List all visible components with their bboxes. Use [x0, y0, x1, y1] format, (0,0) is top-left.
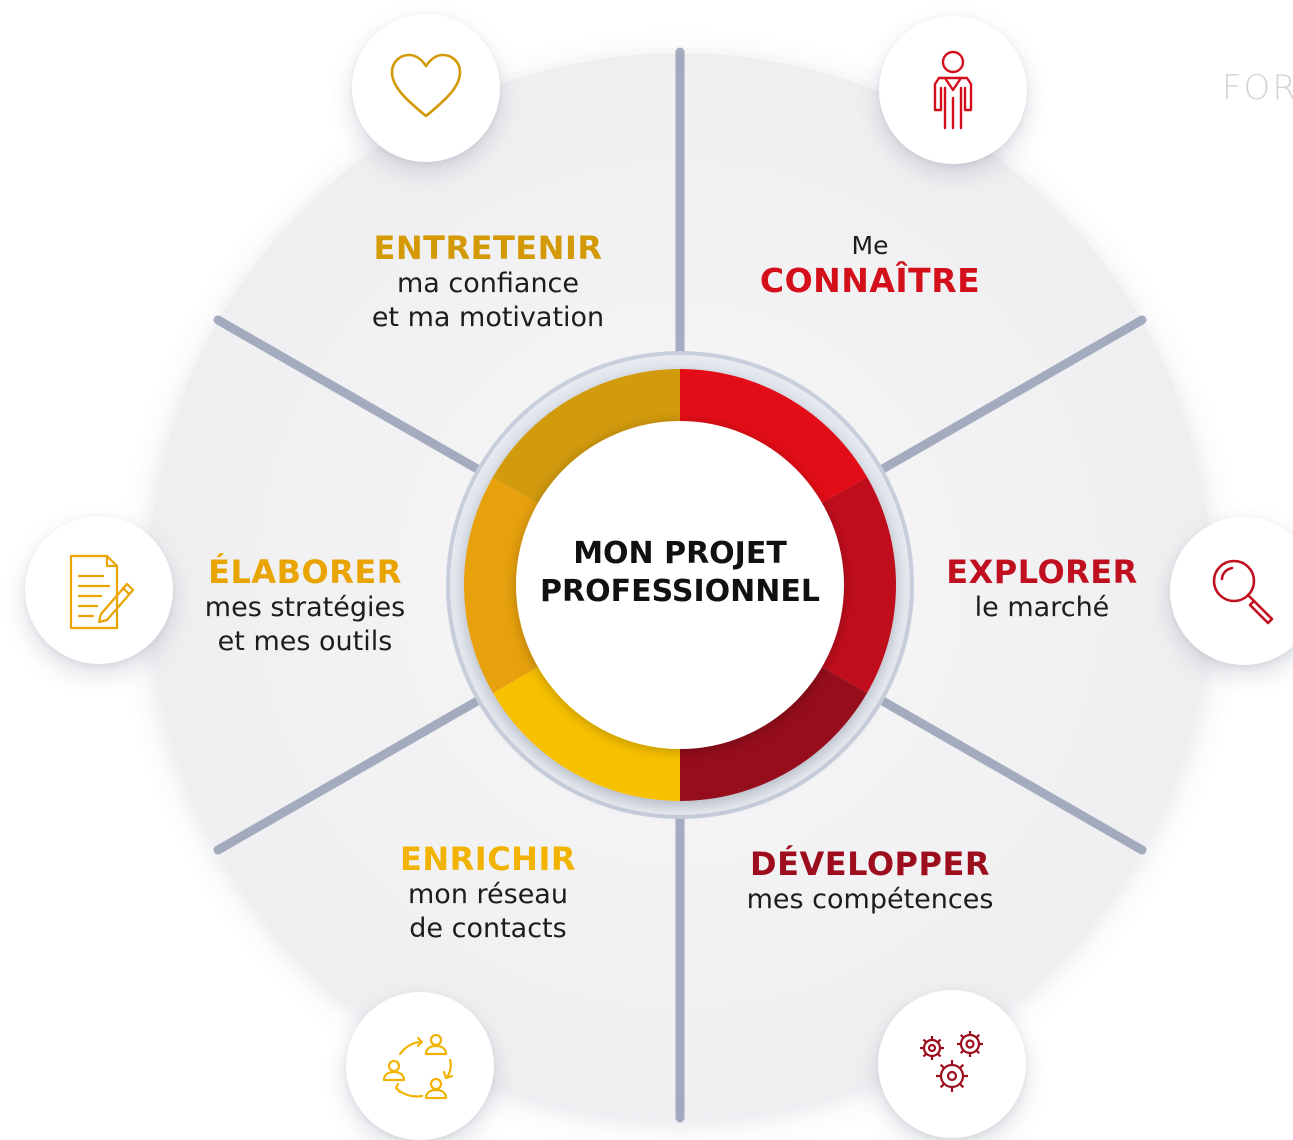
- separator-lower-left: [213, 683, 505, 855]
- badge-explorer: [1170, 517, 1293, 665]
- label-connaitre: Me CONNAÎTRE: [760, 230, 980, 300]
- label-explorer-sub: le marché: [974, 592, 1110, 623]
- separator-upper-left: [213, 315, 505, 487]
- ring-segment-entretenir: [492, 369, 680, 513]
- contact-bottom-right: [424, 1077, 448, 1100]
- label-elaborer-title: ÉLABORER: [208, 553, 402, 591]
- center-title-line1: MON PROJET: [573, 536, 787, 571]
- badge-elaborer: [25, 516, 173, 664]
- ring-segment-enrichir: [492, 657, 680, 801]
- center-title: MON PROJET PROFESSIONNEL: [540, 535, 820, 611]
- gear-small-right: [957, 1031, 983, 1057]
- person-icon: [933, 50, 973, 130]
- separator-upper-right: [855, 315, 1147, 487]
- label-enrichir: ENRICHIR mon réseau de contacts: [400, 840, 576, 946]
- label-enrichir-title: ENRICHIR: [400, 840, 576, 878]
- label-developper-sub: mes compétences: [746, 884, 994, 915]
- label-developper-title: DÉVELOPPER: [750, 845, 990, 883]
- label-elaborer: ÉLABORER mes stratégies et mes outils: [205, 553, 405, 659]
- label-entretenir-title: ENTRETENIR: [373, 229, 603, 267]
- badge-entretenir: [352, 14, 500, 162]
- gears-icon: [920, 1031, 983, 1092]
- gear-small-left: [920, 1036, 944, 1060]
- center-title-line2: PROFESSIONNEL: [540, 574, 820, 609]
- heart-icon: [390, 53, 462, 118]
- label-developper: DÉVELOPPER mes compétences: [747, 845, 994, 917]
- badge-connaitre: [879, 16, 1027, 164]
- ring-segment-connaitre: [680, 369, 868, 513]
- separator-lower-right: [855, 683, 1147, 855]
- label-elaborer-sub1: mes stratégies: [204, 592, 406, 623]
- label-enrichir-sub2: de contacts: [409, 913, 567, 944]
- badge-developper: [878, 990, 1026, 1138]
- contact-top-right: [424, 1033, 448, 1056]
- center-disk: [516, 421, 844, 749]
- badge-enrichir: [346, 992, 494, 1140]
- network-icon: [382, 1033, 454, 1100]
- label-entretenir: ENTRETENIR ma confiance et ma motivation: [372, 229, 604, 335]
- label-enrichir-sub1: mon réseau: [408, 879, 568, 910]
- ring-segment-developper: [680, 657, 868, 801]
- label-connaitre-pre: Me: [851, 231, 889, 260]
- label-connaitre-title: CONNAÎTRE: [759, 261, 981, 300]
- gear-large: [936, 1060, 968, 1092]
- magnifier-icon: [1212, 559, 1274, 625]
- label-explorer-title: EXPLORER: [946, 553, 1138, 591]
- document-pen-icon: [69, 554, 135, 630]
- corner-text: FOR: [1222, 68, 1293, 108]
- label-entretenir-sub2: et ma motivation: [371, 302, 605, 333]
- label-elaborer-sub2: et mes outils: [217, 626, 393, 657]
- label-entretenir-sub1: ma confiance: [396, 268, 580, 299]
- contact-left: [382, 1059, 406, 1082]
- label-explorer: EXPLORER le marché: [946, 553, 1138, 625]
